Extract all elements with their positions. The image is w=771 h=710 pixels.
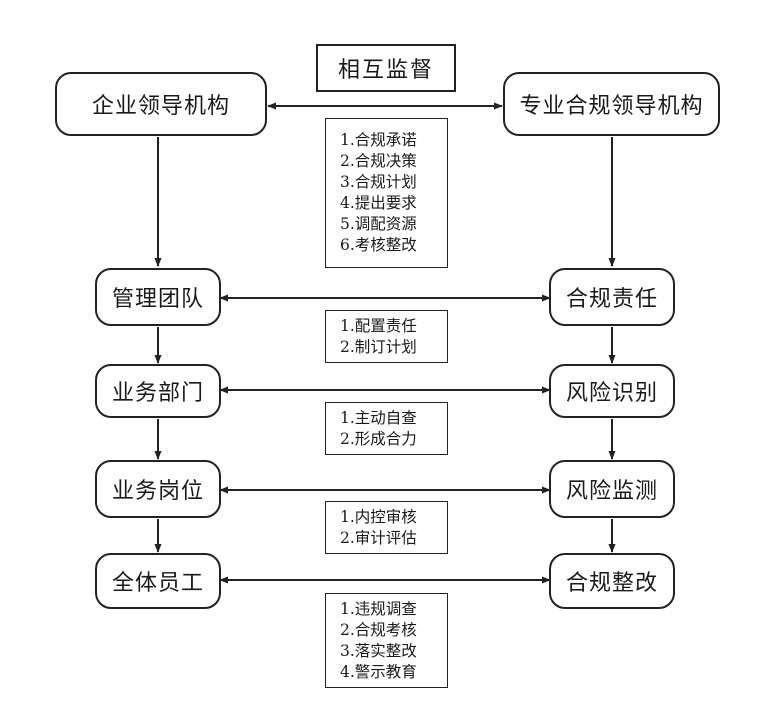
node-compliance-responsibility: 合规责任: [549, 268, 675, 326]
note-item: 2.合规决策: [340, 152, 417, 170]
note-department-duties: 1.主动自查 2.形成合力: [325, 402, 448, 455]
note-post-duties: 1.内控审核 2.审计评估: [325, 501, 448, 554]
node-business-post: 业务岗位: [95, 460, 221, 518]
note-staff-duties: 1.违规调查 2.合规考核 3.落实整改 4.警示教育: [325, 593, 448, 688]
note-item: 1.合规承诺: [340, 131, 417, 149]
note-item: 2.制订计划: [340, 337, 417, 356]
note-item: 2.合规考核: [340, 620, 417, 639]
node-management-team: 管理团队: [95, 268, 221, 326]
note-management-duties: 1.配置责任 2.制订计划: [325, 310, 448, 363]
note-leadership-duties: 1.合规承诺 2.合规决策 3.合规计划 4.提出要求 5.调配资源 6.考核整…: [325, 118, 448, 268]
node-business-department: 业务部门: [95, 364, 221, 418]
note-item: 4.警示教育: [340, 662, 417, 681]
note-item: 2.审计评估: [340, 528, 417, 547]
note-item: 2.形成合力: [340, 429, 417, 448]
note-item: 6.考核整改: [340, 236, 417, 254]
note-item: 1.违规调查: [340, 599, 417, 618]
note-item: 1.配置责任: [340, 316, 417, 335]
node-compliance-rectification: 合规整改: [549, 553, 675, 609]
mutual-supervision-label: 相互监督: [316, 44, 456, 92]
note-item: 4.提出要求: [340, 194, 417, 212]
note-item: 1.主动自查: [340, 408, 417, 427]
note-item: 5.调配资源: [340, 215, 417, 233]
note-item: 1.内控审核: [340, 507, 417, 526]
node-all-staff: 全体员工: [95, 553, 221, 609]
node-enterprise-leadership: 企业领导机构: [55, 72, 267, 136]
note-item: 3.落实整改: [340, 641, 417, 660]
node-compliance-leadership: 专业合规领导机构: [503, 72, 720, 136]
node-risk-identification: 风险识别: [549, 364, 675, 418]
node-risk-monitoring: 风险监测: [549, 460, 675, 518]
note-item: 3.合规计划: [340, 173, 417, 191]
